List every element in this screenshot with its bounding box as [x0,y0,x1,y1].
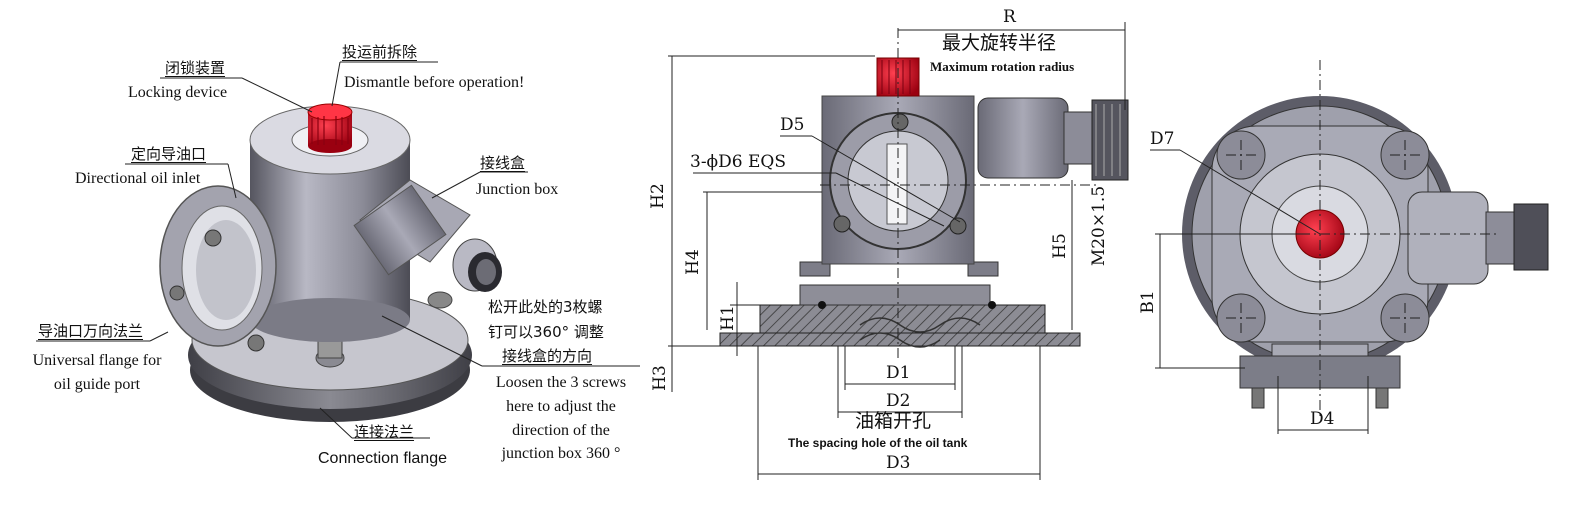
top-junction-box [1407,191,1489,285]
front-centerlines [820,28,1100,360]
locking-device-label-en: Locking device [128,84,228,101]
screws-note-zh-1: 松开此处的3枚螺 [488,298,603,316]
junction-box-label-en: Junction box [476,181,559,198]
dim-D1: D1 [886,363,911,383]
dim-thread: M20×1.5 [1089,185,1109,267]
junction-box [353,179,502,292]
front-dimensions [668,22,1126,480]
rotation-radius-label-en: Maximum rotation radius [930,59,1075,74]
dim-D5: D5 [780,115,805,135]
junction-box-label-zh: 接线盒 [480,154,526,172]
dim-D2: D2 [886,391,911,411]
dim-D4: D4 [1310,409,1335,429]
dim-D7: D7 [1150,129,1175,149]
tank-hole-label-zh: 油箱开孔 [855,410,932,432]
connection-flange-label-en: Connection flange [318,450,447,467]
tank-hole-label-en: The spacing hole of the oil tank [788,436,968,450]
dismantle-label-zh: 投运前拆除 [342,43,418,61]
locking-knob [307,103,353,153]
dim-D3: D3 [886,453,911,473]
rotation-radius-label-zh: 最大旋转半径 [942,32,1057,54]
oil-inlet-label-zh: 定向导油口 [131,145,207,163]
top-centerlines [1160,60,1500,420]
dim-B1: B1 [1138,290,1158,314]
body-bottom [250,298,410,342]
dim-H3: H3 [650,365,670,391]
front-junction-box [977,97,1129,181]
screws-note-zh-3: 接线盒的方向 [502,347,593,365]
dim-D6: 3-ϕD6 EQS [690,152,786,172]
universal-flange-label-en-1: Universal flange for [32,352,162,369]
base-bolts [197,291,453,368]
dim-H1: H1 [718,305,738,331]
connection-flange-label-zh: 连接法兰 [354,423,415,441]
screws-note-en-3: direction of the [512,422,610,439]
front-view [668,22,1129,480]
universal-flange-label-zh: 导油口万向法兰 [38,322,144,340]
base-section [759,304,1046,334]
screws-note-en-1: Loosen the 3 screws [495,374,627,391]
iso-leaders [36,61,640,439]
oil-inlet-label-en: Directional oil inlet [75,170,201,187]
top-view [1150,60,1549,434]
dim-H2: H2 [648,183,668,209]
screws-note-en-4: junction box 360 ° [501,445,621,462]
dismantle-label-en: Dismantle before operation! [344,74,525,91]
oil-inlet-flange [159,185,277,352]
screws-note-en-2: here to adjust the [506,398,616,415]
screws-note-zh-2: 钉可以360° 调整 [488,323,604,341]
dim-H5: H5 [1050,233,1070,259]
dim-R: R [1003,7,1016,27]
isometric-view [36,61,640,439]
front-bolts [799,261,999,309]
dim-H4: H4 [683,249,703,275]
top-dimensions [1150,149,1369,434]
universal-flange-label-en-2: oil guide port [53,376,141,393]
spring [859,317,981,348]
locking-device-label-zh: 闭锁装置 [165,59,226,77]
